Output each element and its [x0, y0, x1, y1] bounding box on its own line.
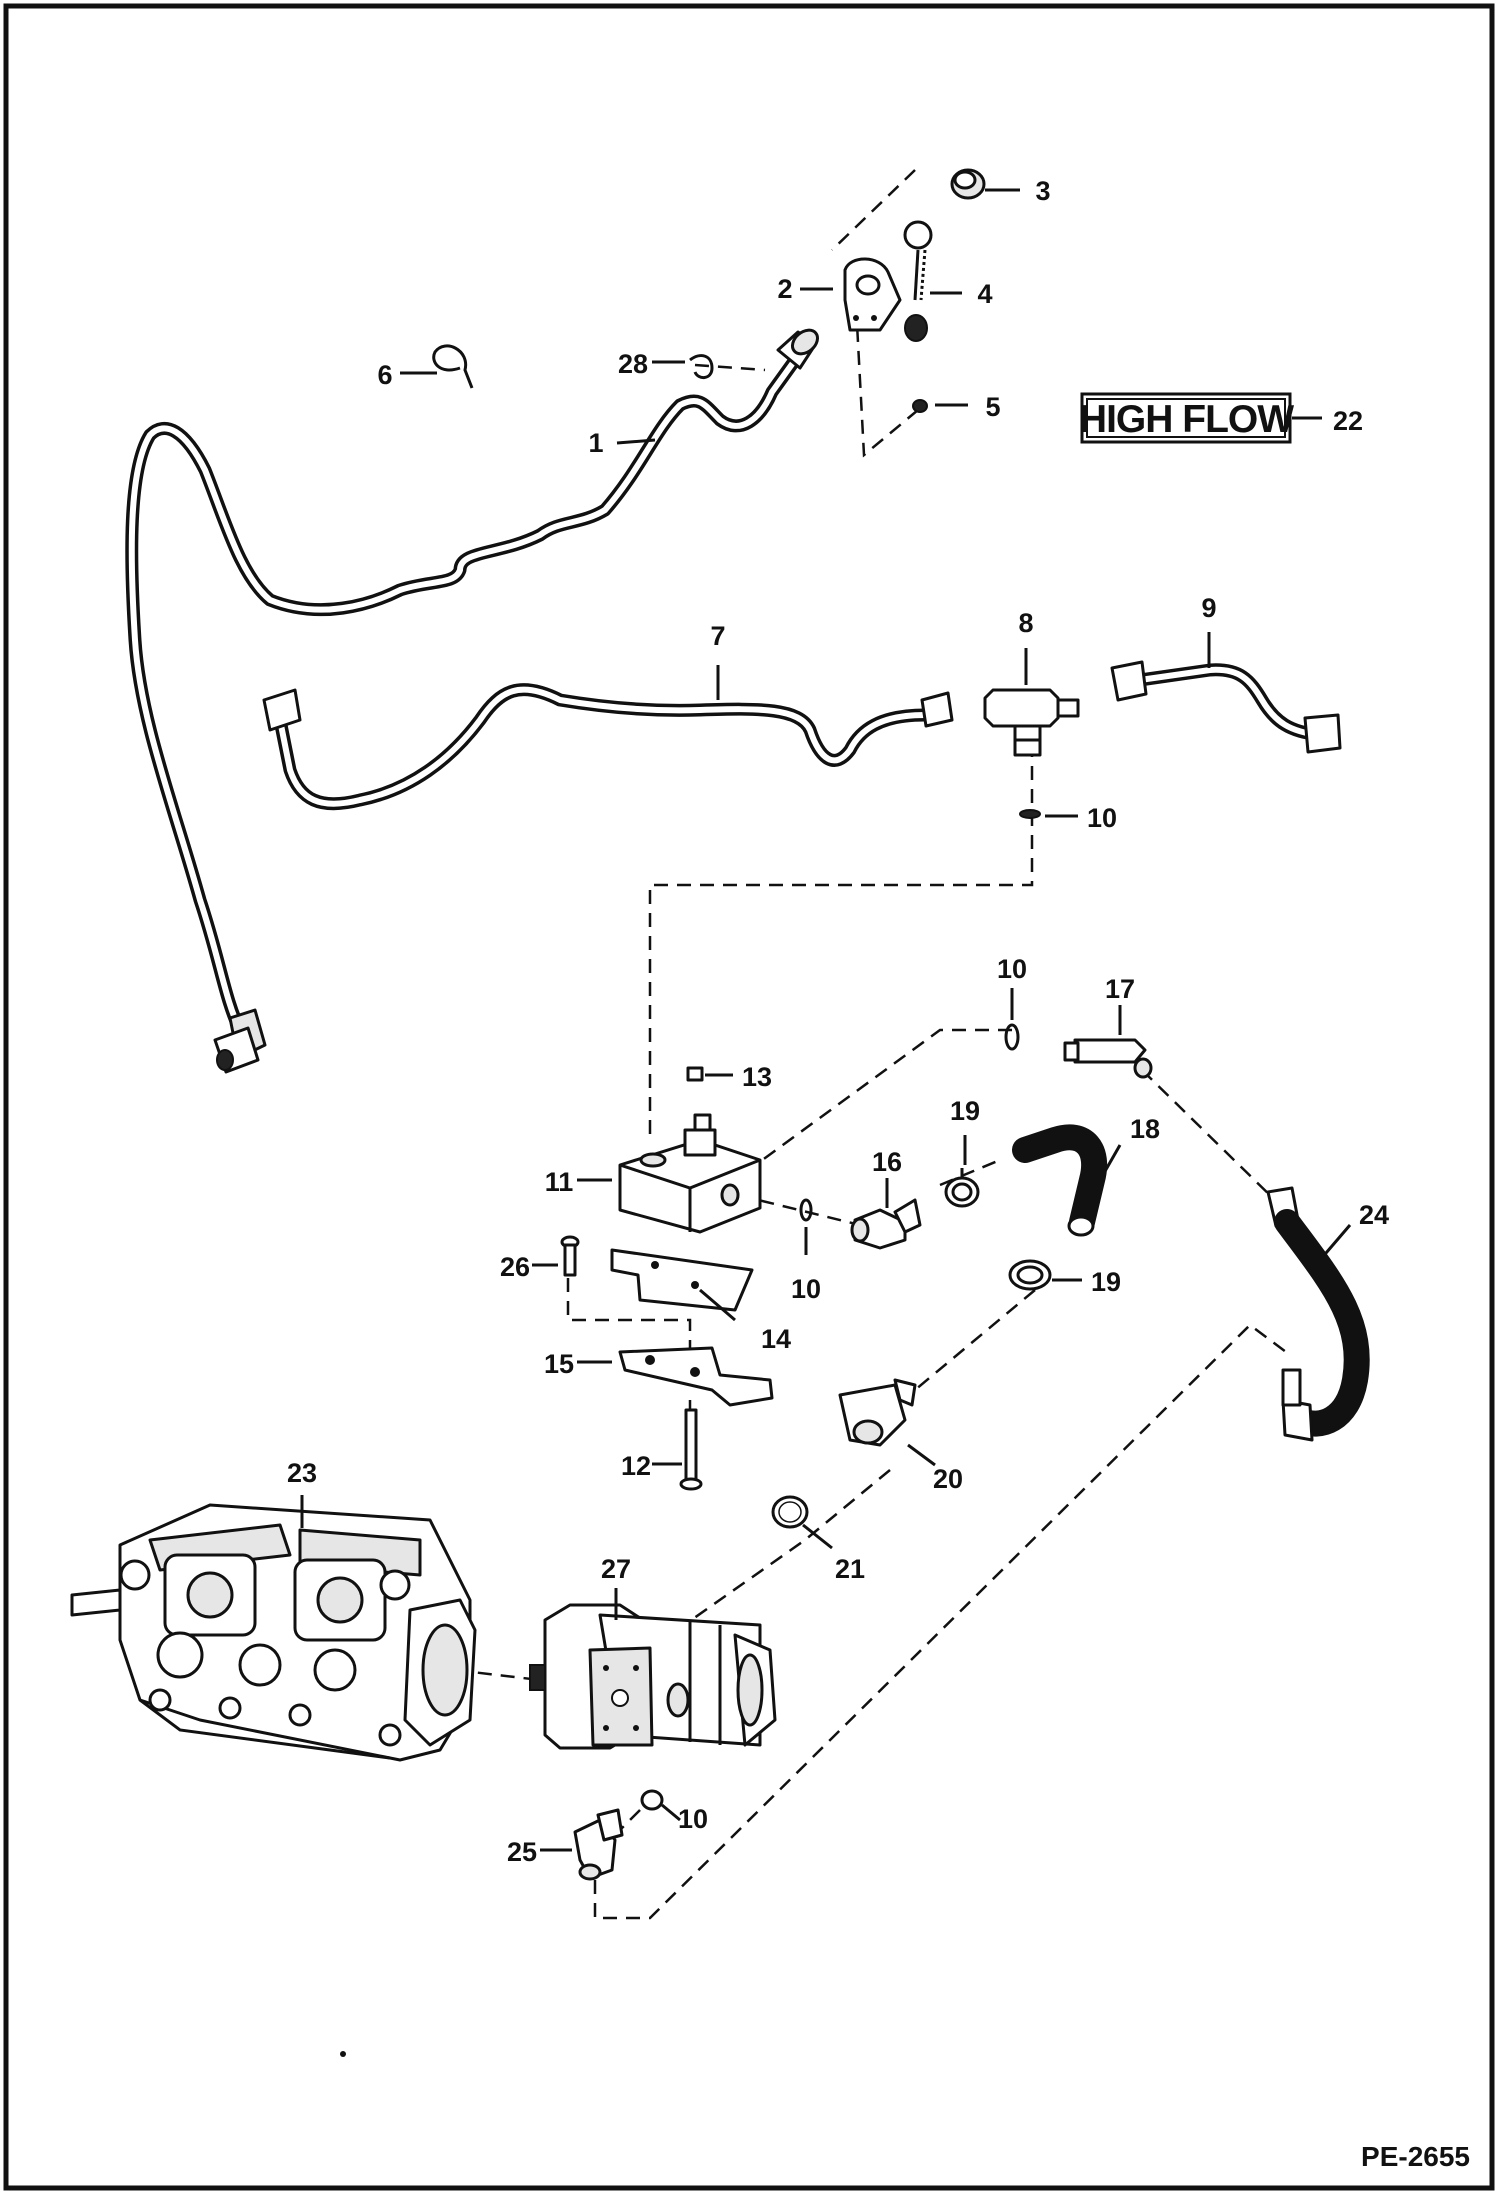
dash-17-24: [1141, 1069, 1281, 1206]
badge-label: HIGH FLOW: [1079, 398, 1294, 441]
tee-fitting-8: [983, 688, 1080, 757]
valve-block-11: [618, 1113, 762, 1234]
elbow-25: [573, 1808, 624, 1881]
nut-5: [912, 399, 928, 413]
dash-26-15: [566, 1255, 692, 1360]
clamp-6: [432, 344, 474, 389]
callout-16: 16: [872, 1147, 902, 1177]
callout-23: 23: [287, 1458, 317, 1488]
drawing-dot: [340, 2051, 346, 2057]
callout-10-block: 10: [791, 1274, 821, 1304]
callout-7: 7: [710, 621, 725, 651]
o-ring-10-pump: [640, 1789, 664, 1811]
dash-3-2: [831, 169, 916, 251]
bolt-12: [679, 1408, 703, 1491]
callout-9: 9: [1201, 593, 1216, 623]
dash-2-5: [854, 304, 919, 458]
callout-25: 25: [507, 1837, 537, 1867]
callout-10-upper: 10: [1087, 803, 1117, 833]
bolt-26: [560, 1235, 580, 1277]
fitting-17: [1004, 1023, 1153, 1079]
callout-14: 14: [761, 1324, 791, 1354]
callout-19-lower: 19: [1091, 1267, 1121, 1297]
o-ring-21: [771, 1495, 809, 1529]
callout-22: 22: [1333, 406, 1363, 436]
callout-18: 18: [1130, 1114, 1160, 1144]
callout-12: 12: [621, 1451, 651, 1481]
callout-1: 1: [588, 428, 603, 458]
callout-8: 8: [1018, 608, 1033, 638]
callout-3: 3: [1035, 176, 1050, 206]
dash-17-11: [734, 1028, 1012, 1182]
tube-7: [262, 683, 954, 811]
drawing-number: PE-2655: [1361, 2141, 1470, 2172]
cap-3: [950, 168, 986, 200]
hose-clamp-19-upper: [944, 1168, 980, 1208]
callout-11: 11: [545, 1167, 574, 1197]
connection-lines: [454, 169, 1291, 1920]
hose-18: [1012, 1124, 1108, 1237]
dash-11-16: [737, 1193, 861, 1227]
elbow-16: [850, 1198, 922, 1250]
clip-28: [689, 354, 714, 379]
hydrostatic-pump-23: [70, 1503, 477, 1762]
callout-17: 17: [1105, 974, 1135, 1004]
callout-20: 20: [933, 1464, 963, 1494]
callout-2: 2: [777, 274, 792, 304]
plate-14: [610, 1248, 754, 1312]
hose-clamp-19-lower: [1008, 1259, 1052, 1291]
badge-frame: [1080, 392, 1292, 444]
callout-4: 4: [977, 279, 992, 309]
o-ring-10-block: [799, 1198, 813, 1222]
page-border: [3, 3, 1495, 2191]
dash-28-1: [694, 363, 766, 372]
dash-8-11: [648, 720, 1034, 1140]
gear-pump-27: [529, 1603, 777, 1750]
dust-cap-4: [903, 220, 933, 342]
callouts: 1 2 3 4 5 6 28 7 8 9 10 10 17: [287, 176, 1389, 1867]
bracket-15: [618, 1346, 774, 1407]
o-ring-10-upper: [1019, 809, 1041, 819]
plug-13: [686, 1066, 704, 1082]
callout-28: 28: [618, 349, 648, 379]
high-flow-badge: HIGH FLOW 22: [1079, 392, 1363, 444]
dash-19-20: [914, 1289, 1036, 1391]
callout-6: 6: [377, 360, 392, 390]
dash-25-24: [593, 1323, 1291, 1920]
callout-27: 27: [601, 1554, 631, 1584]
callout-26: 26: [500, 1252, 530, 1282]
callout-21: 21: [835, 1554, 865, 1584]
tube-assembly-1: [125, 328, 820, 1074]
bracket-2: [843, 257, 902, 332]
callout-10-pump: 10: [678, 1804, 708, 1834]
callout-15: 15: [544, 1349, 574, 1379]
callout-5: 5: [985, 392, 1000, 422]
callout-10-fitting: 10: [997, 954, 1027, 984]
callout-24: 24: [1359, 1200, 1389, 1230]
elbow-20: [838, 1378, 917, 1447]
callout-13: 13: [742, 1062, 772, 1092]
dash-20-27: [669, 1469, 891, 1637]
tube-9: [1110, 660, 1342, 754]
callout-19-upper: 19: [950, 1096, 980, 1126]
hose-24: [1266, 1186, 1370, 1442]
dash-23-27: [454, 1668, 541, 1682]
